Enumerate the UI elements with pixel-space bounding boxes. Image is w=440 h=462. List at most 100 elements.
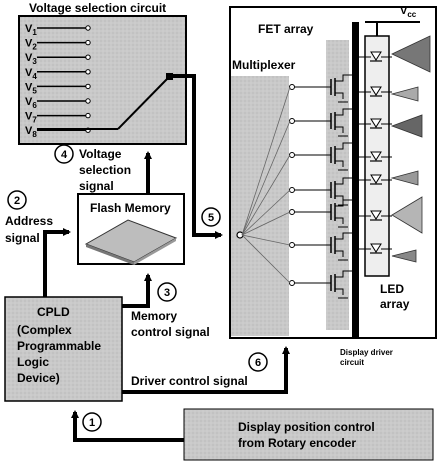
flash-memory: Flash Memory xyxy=(77,193,185,265)
led-diode-symbol xyxy=(359,151,392,162)
address-label-2: signal xyxy=(5,231,40,245)
led-element xyxy=(391,196,423,234)
address-signal-path xyxy=(43,228,71,297)
voltage-terminal xyxy=(85,112,91,119)
voltage-terminal xyxy=(85,69,91,75)
fet-symbol xyxy=(330,142,352,171)
svg-text:6: 6 xyxy=(255,357,261,369)
cpld-block: CPLD (Complex Programmable Logic Device) xyxy=(4,296,123,402)
fet-array-column xyxy=(326,40,349,330)
voltage-terminal xyxy=(85,39,91,46)
memory-control-label-1: Memory xyxy=(131,309,177,323)
fan-line xyxy=(241,234,291,284)
step-1-badge: 1 xyxy=(82,412,102,432)
vcc-label: Vcc xyxy=(400,5,417,19)
voltage-terminal xyxy=(85,98,91,104)
fan-line xyxy=(241,120,291,236)
flash-memory-title: Flash Memory xyxy=(90,201,171,215)
cpld-label-3: Programmable xyxy=(17,339,101,353)
fet-transistors xyxy=(330,74,352,299)
multiplexer-label: Multiplexer xyxy=(232,58,296,72)
multiplexer-block xyxy=(231,76,289,336)
fet-symbol xyxy=(330,270,352,299)
memory-control-label-2: control signal xyxy=(131,325,210,339)
driver-control-label: Driver control signal xyxy=(131,374,248,388)
voltage-line-label: V8 xyxy=(25,125,37,139)
fet-array-label: FET array xyxy=(258,22,314,36)
display-driver-panel: FET array Vcc Multiplexer LED array xyxy=(229,5,437,339)
multiplexer-output-node xyxy=(289,242,295,248)
switch-contact xyxy=(166,73,173,80)
svg-text:2: 2 xyxy=(14,195,20,207)
cpld-label-2: (Complex xyxy=(17,323,72,337)
multiplexer-output-node xyxy=(289,84,295,90)
voltage-selection-circuit: Voltage selection circuit V1V2V3V4V5V6V7… xyxy=(18,1,187,145)
fan-line xyxy=(241,234,291,246)
led-element xyxy=(390,86,419,102)
mux-input-path xyxy=(172,74,223,239)
fan-line xyxy=(241,154,291,236)
voltage-line-label: V6 xyxy=(25,96,37,110)
cpld-label-1: CPLD xyxy=(37,305,70,319)
rotary-to-cpld-path xyxy=(71,410,184,442)
voltage-signal-label-2: selection xyxy=(79,163,131,177)
fan-line xyxy=(241,211,291,236)
cpld-label-5: Device) xyxy=(17,371,60,385)
led-element xyxy=(390,114,423,138)
rotary-encoder-box: Display position control from Rotary enc… xyxy=(183,408,434,461)
led-array-label-1: LED xyxy=(380,282,404,296)
step-6-badge: 6 xyxy=(248,352,268,372)
driver-control-path xyxy=(122,346,290,394)
multiplexer-outputs xyxy=(236,84,331,286)
svg-text:4: 4 xyxy=(61,149,68,161)
rotary-label-2: from Rotary encoder xyxy=(238,436,356,450)
led-element xyxy=(391,249,417,263)
voltage-line-label: V4 xyxy=(25,67,37,81)
multiplexer-output-node xyxy=(289,280,295,286)
led-diode-symbol xyxy=(359,86,392,97)
multiplexer-output-node xyxy=(289,152,295,158)
fet-symbol xyxy=(330,199,352,228)
voltage-terminal xyxy=(85,25,91,31)
step-3-badge: 3 xyxy=(157,282,177,302)
led-diode-symbol xyxy=(359,118,392,129)
voltage-signal-label-3: signal xyxy=(79,179,114,193)
led-diode-symbol xyxy=(359,51,392,62)
multiplexer-fan-lines xyxy=(241,86,291,284)
voltage-line-label: V7 xyxy=(25,111,37,125)
led-element xyxy=(391,35,431,73)
multiplexer-output-node xyxy=(289,187,295,193)
svg-text:3: 3 xyxy=(164,287,170,299)
voltage-line-label: V5 xyxy=(25,81,37,95)
led-diodes xyxy=(359,51,392,254)
fan-line xyxy=(241,86,291,236)
display-driver-caption-1: Display driver xyxy=(340,348,393,357)
step-4-badge: 4 xyxy=(54,144,74,164)
address-label-1: Address xyxy=(5,214,53,228)
bus-bar xyxy=(352,22,359,338)
voltage-signal-label-1: Voltage xyxy=(79,147,122,161)
fan-line xyxy=(241,189,291,236)
step-5-badge: 5 xyxy=(201,207,221,227)
led-array-label-2: array xyxy=(380,297,410,311)
voltage-line-label: V3 xyxy=(25,52,37,66)
memory-control-path xyxy=(122,273,152,308)
multiplexer-output-node xyxy=(289,118,295,124)
step-2-badge: 2 xyxy=(7,190,27,210)
voltage-terminal xyxy=(85,54,91,60)
signal-paths xyxy=(43,74,290,442)
svg-text:5: 5 xyxy=(208,212,214,224)
rotary-label-1: Display position control xyxy=(238,420,375,434)
led-diode-symbol xyxy=(359,243,392,254)
fet-symbol xyxy=(330,232,352,261)
cpld-label-4: Logic xyxy=(17,355,49,369)
led-diode-symbol xyxy=(359,210,392,221)
led-elements xyxy=(390,35,431,263)
svg-text:1: 1 xyxy=(89,417,95,429)
voltage-selection-title: Voltage selection circuit xyxy=(29,1,166,15)
led-element xyxy=(390,170,419,186)
led-diode-symbol xyxy=(359,174,392,185)
display-driver-caption-2: circuit xyxy=(340,358,364,367)
